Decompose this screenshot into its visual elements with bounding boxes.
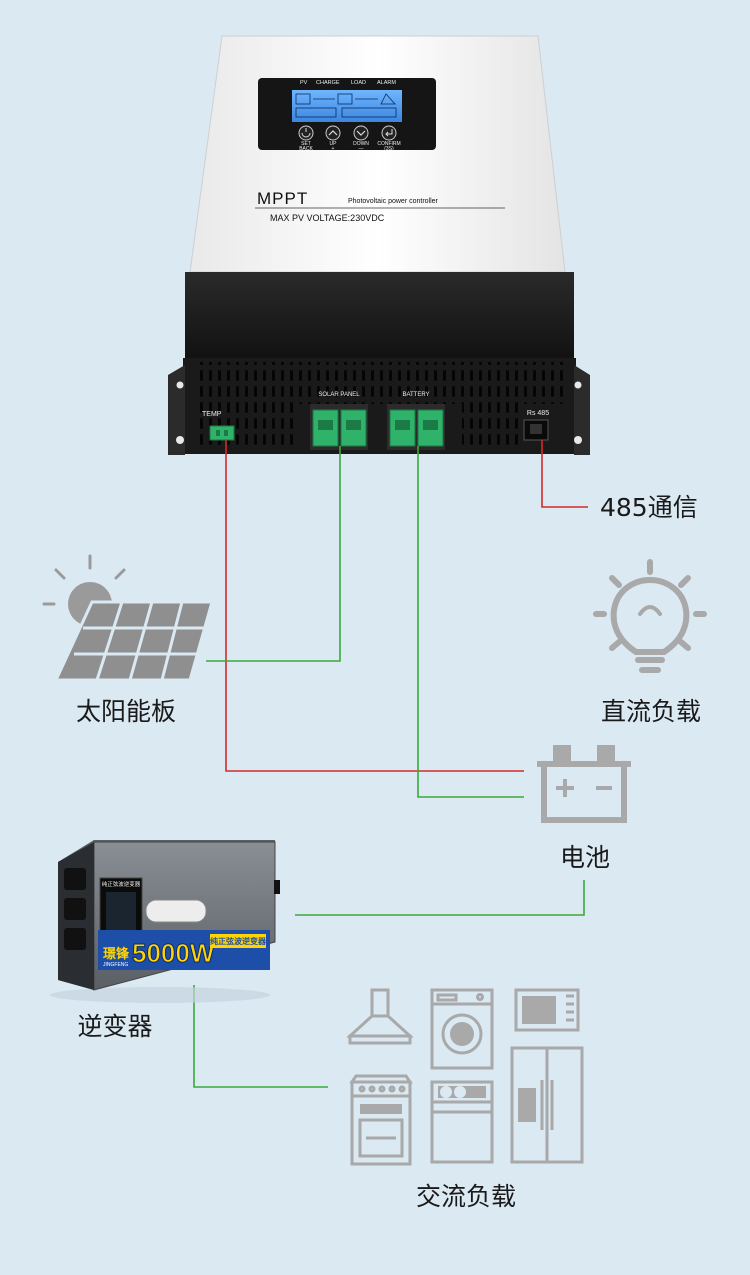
inverter-handle[interactable] (145, 899, 207, 923)
inverter-power-rating: 5000W (132, 938, 215, 968)
ac-load-label: 交流负载 (416, 1182, 516, 1211)
solar-port-label: SOLAR PANEL (318, 392, 360, 398)
controller-body (189, 35, 566, 273)
panel-frame (53, 600, 214, 682)
control-buttons: SET BACK UP + DOWN — CONFIRM (3S) (298, 125, 401, 152)
temp-wire (225, 440, 524, 772)
battery-label: 电池 (560, 843, 610, 872)
ac-outlets (64, 868, 86, 950)
vent-grid-right (462, 404, 518, 450)
solar-panel-label: 太阳能板 (76, 697, 176, 726)
right-bracket-hole-bottom (574, 436, 582, 444)
inverter-brand: 璟锋 (103, 946, 130, 962)
right-bracket-hole-top (574, 381, 582, 389)
refrigerator-icon (510, 1046, 584, 1164)
inverter-ac-wire (193, 985, 328, 1088)
oven-icon (349, 1074, 413, 1166)
inverter-tagline: 纯正弦波逆变器 (210, 936, 267, 946)
down-button[interactable] (353, 125, 369, 141)
battery-port-label: BATTERY (402, 392, 429, 398)
comm-label: 485通信 (600, 493, 698, 522)
rs485-wire (541, 440, 588, 508)
solar-wire (206, 446, 341, 662)
battery-wire (417, 446, 524, 798)
up-button[interactable] (325, 125, 341, 141)
up-button-sublabel: + (332, 146, 335, 152)
range-hood-icon (346, 988, 414, 1045)
enter-icon (385, 129, 393, 137)
set-button-label: SET (301, 141, 311, 147)
lcd-glyphs (295, 93, 397, 118)
up-button-label: UP (330, 141, 338, 147)
inverter-brand-pinyin: JINGFENG (103, 962, 128, 968)
down-button-label: DOWN (353, 141, 369, 147)
controller-subtitle: Photovoltaic power controller (348, 198, 439, 205)
confirm-button[interactable] (381, 125, 397, 141)
dishwasher-icon (430, 1080, 494, 1164)
down-button-sublabel: — (359, 146, 364, 152)
temp-port-label: TEMP (202, 411, 222, 418)
controller-spec: MAX PV VOLTAGE:230VDC (270, 213, 385, 223)
solar-panel-icon (42, 554, 214, 682)
left-bracket-hole-bottom (176, 436, 184, 444)
battery-terminal-negative[interactable] (417, 409, 444, 447)
chevron-down-icon (356, 130, 366, 136)
lcd-label-load: LOAD (351, 80, 366, 86)
confirm-button-sublabel: (3S) (384, 146, 394, 152)
lcd-top-labels: PV CHARGE LOAD ALARM (300, 80, 396, 86)
battery-icon (537, 745, 631, 823)
lcd-label-pv: PV (300, 80, 308, 86)
set-button-sublabel: BACK (299, 146, 313, 152)
dc-load-label: 直流负载 (601, 697, 701, 726)
set-button[interactable] (298, 125, 314, 141)
confirm-button-label: CONFIRM (377, 141, 400, 147)
temp-terminal[interactable] (209, 425, 235, 441)
inverter-device: 纯正弦波逆变器 璟锋 JINGFENG 5000W 纯正弦波逆变器 (50, 840, 280, 1003)
wires (193, 440, 588, 1088)
rs485-port-label: Rs 485 (527, 410, 549, 417)
power-icon (301, 128, 311, 138)
ac-appliances (346, 988, 584, 1166)
controller-brand: MPPT (257, 189, 308, 208)
mppt-controller: PV CHARGE LOAD ALARM SET BACK (168, 35, 590, 455)
inverter-battery-wire (295, 880, 585, 916)
heatsink-top (185, 272, 574, 360)
inverter-panel-title: 纯正弦波逆变器 (102, 880, 141, 888)
washing-machine-icon (430, 988, 494, 1070)
inverter-label: 逆变器 (77, 1012, 152, 1041)
left-bracket-hole-top (176, 381, 184, 389)
lcd-label-charge: CHARGE (316, 80, 340, 86)
lcd-label-alarm: ALARM (377, 80, 396, 86)
chevron-up-icon (328, 130, 338, 136)
microwave-icon (514, 988, 580, 1032)
vent-grid-top (196, 362, 566, 404)
lightbulb-icon (593, 559, 707, 673)
